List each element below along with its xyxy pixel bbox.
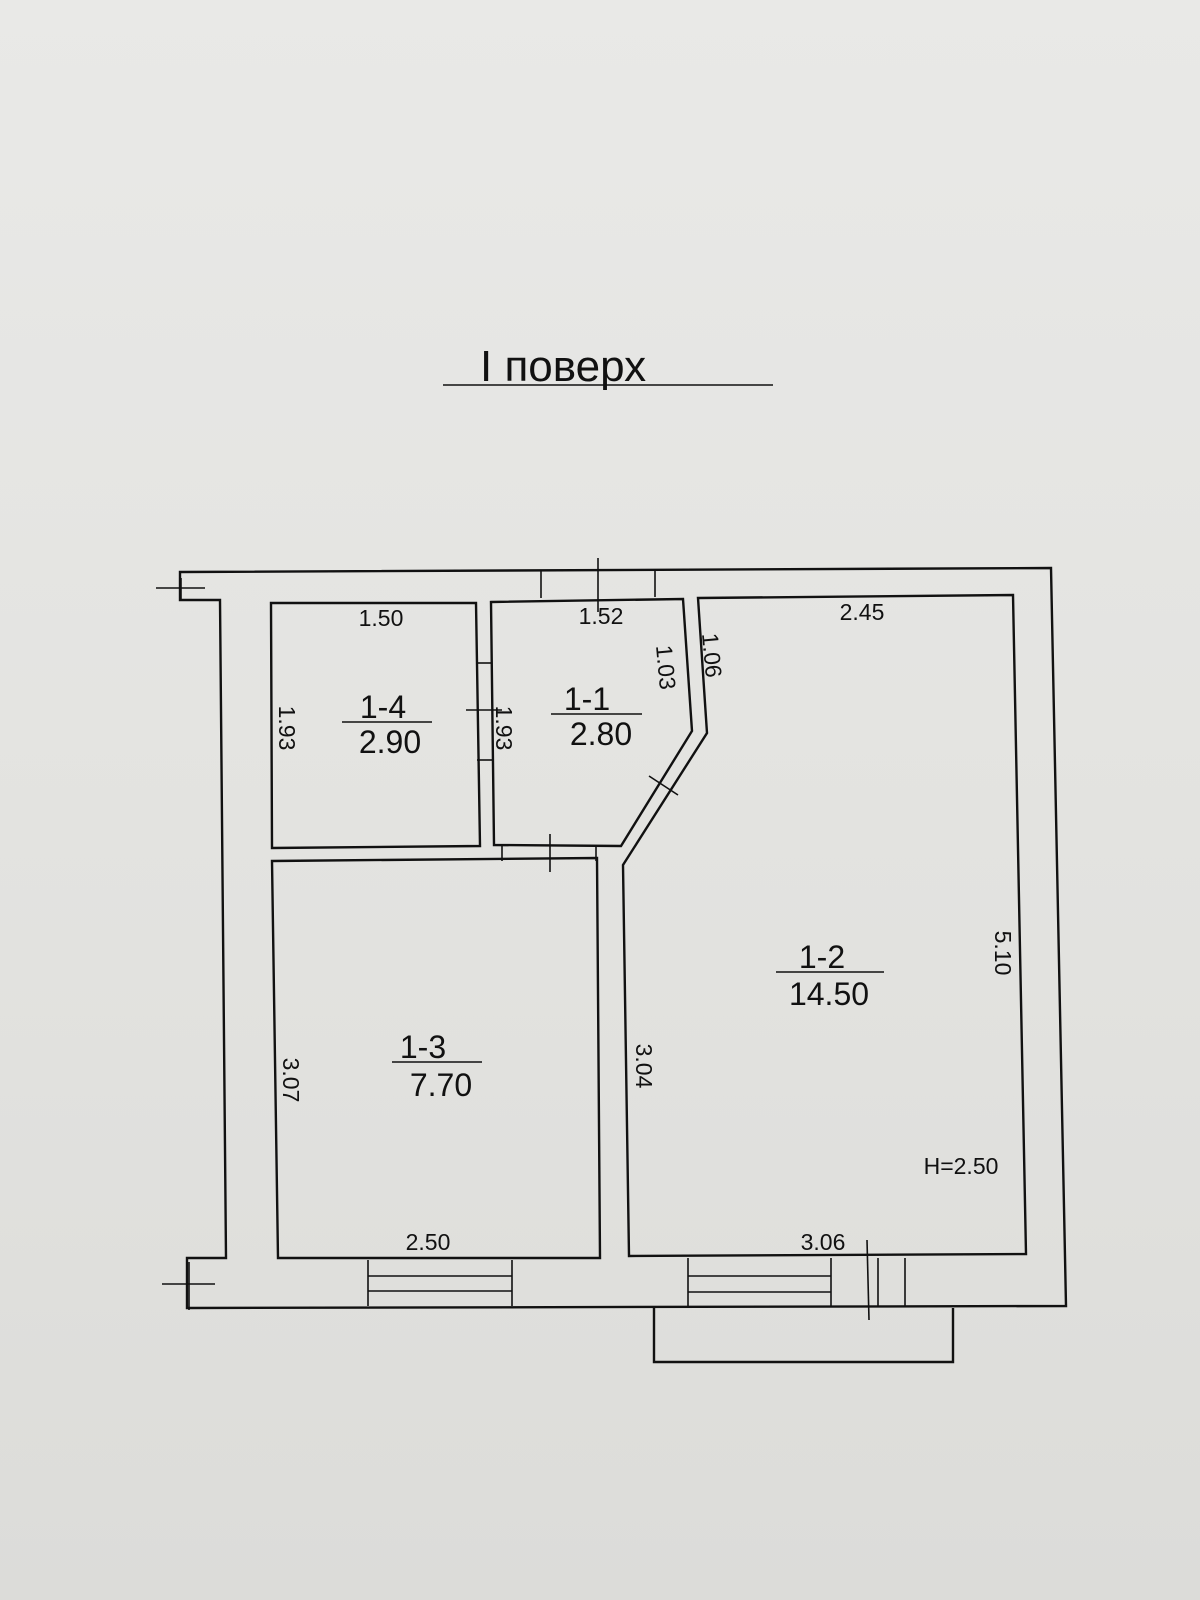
room-area: 2.80 — [570, 716, 632, 752]
dim-1-3-left: 3.07 — [278, 1058, 304, 1103]
window-top — [540, 558, 656, 612]
room-1-4 — [269, 601, 482, 850]
room-1-1 — [489, 597, 694, 848]
dim-1-4-left: 1.93 — [274, 706, 300, 751]
dim-1-2-diag: 1.06 — [697, 632, 727, 679]
room-area: 14.50 — [789, 976, 869, 1012]
wall-marks — [156, 578, 215, 1310]
room-id: 1-4 — [360, 689, 406, 725]
room-label-1-3: 1-3 7.70 — [392, 1029, 482, 1103]
dim-1-2-top: 2.45 — [840, 599, 885, 625]
room-label-1-1: 1-1 2.80 — [551, 681, 642, 752]
ceiling-height: H=2.50 — [924, 1153, 999, 1179]
dim-1-2-left: 3.04 — [631, 1044, 657, 1089]
dim-1-1-diag: 1.03 — [651, 644, 681, 691]
plan-title: I поверх — [480, 342, 646, 391]
room-1-2 — [621, 593, 1028, 1258]
room-1-3 — [270, 856, 602, 1260]
dim-1-1-top: 1.52 — [579, 603, 624, 629]
entrance-door — [866, 1239, 906, 1321]
room-id: 1-2 — [799, 939, 845, 975]
door-1-4-1-1 — [466, 662, 502, 761]
window-bottom-left — [367, 1260, 513, 1306]
dim-1-3-bottom: 2.50 — [406, 1229, 451, 1255]
dim-1-2-bottom: 3.06 — [801, 1229, 846, 1255]
room-label-1-2: 1-2 14.50 — [776, 939, 884, 1012]
room-label-1-4: 1-4 2.90 — [342, 689, 432, 760]
window-bottom-right — [687, 1258, 832, 1306]
room-id: 1-3 — [400, 1029, 446, 1065]
door-1-1-1-2 — [648, 775, 679, 796]
dim-1-2-right: 5.10 — [990, 931, 1016, 976]
porch — [652, 1308, 955, 1364]
outer-wall — [178, 566, 1068, 1310]
dim-1-1-left: 1.93 — [491, 706, 517, 751]
room-area: 2.90 — [359, 724, 421, 760]
dim-1-4-top: 1.50 — [359, 605, 404, 631]
door-1-1-1-3 — [501, 834, 597, 872]
room-area: 7.70 — [410, 1067, 472, 1103]
room-id: 1-1 — [564, 681, 610, 717]
